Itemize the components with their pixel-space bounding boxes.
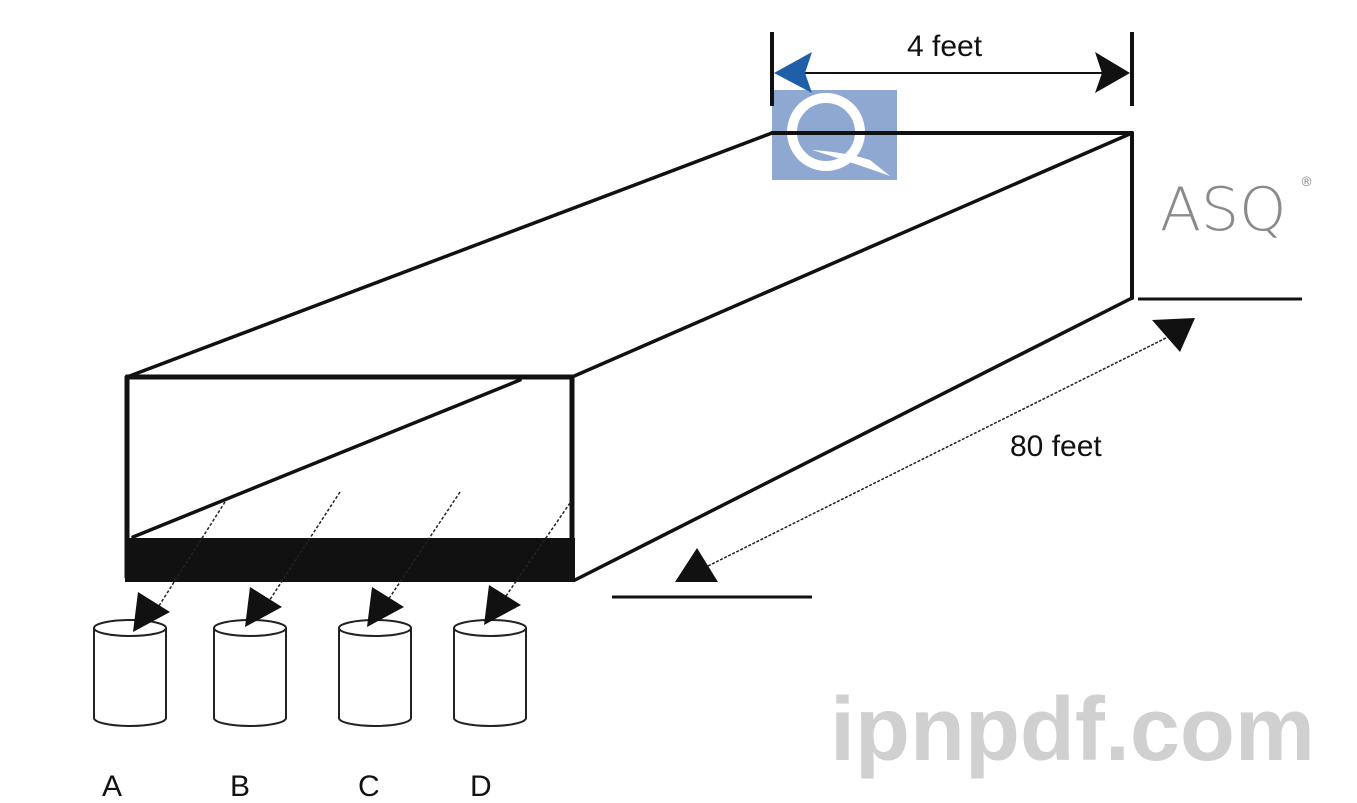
bin-a xyxy=(93,619,167,727)
asq-registered-mark: ® xyxy=(1300,175,1313,190)
inner-floor-line xyxy=(131,378,522,539)
flow-arrowhead-b xyxy=(245,587,282,627)
top-right-edge xyxy=(570,131,1134,379)
bin-label-d: D xyxy=(470,770,492,803)
bottom-right-edge xyxy=(573,296,1134,582)
bin-label-a: A xyxy=(102,770,122,803)
bin-c xyxy=(338,619,412,727)
bin-label-b: B xyxy=(230,770,250,803)
flow-arrowheads xyxy=(133,585,521,632)
bin-body xyxy=(338,628,412,727)
flow-arrowhead-c xyxy=(367,587,404,627)
bin-labels: A B C D xyxy=(102,770,492,803)
flow-arrowhead-d xyxy=(484,585,521,625)
asq-logo-q-tail xyxy=(812,150,890,176)
width-label: 4 feet xyxy=(907,30,983,63)
flow-line-a xyxy=(149,501,226,621)
flow-line-b xyxy=(259,491,341,616)
site-watermark: ipnpdf.com xyxy=(830,680,1315,780)
asq-wordmark: ASQ ® xyxy=(1160,175,1313,245)
width-arrow-left-icon xyxy=(774,52,812,93)
length-dimension-line xyxy=(699,334,1173,571)
bin-b xyxy=(213,619,287,727)
asq-logo-text: ASQ xyxy=(1160,175,1286,245)
flow-arrowhead-a xyxy=(133,592,170,632)
length-arrow-bottom-icon xyxy=(675,548,718,582)
length-arrow-top-icon xyxy=(1152,318,1195,352)
bin-top xyxy=(93,619,167,637)
width-arrow-right-icon xyxy=(1095,52,1130,93)
bin-d xyxy=(453,619,527,727)
flow-lines xyxy=(149,491,571,621)
bottom-bar xyxy=(125,538,575,582)
top-left-edge xyxy=(125,131,774,379)
bin-body xyxy=(453,628,527,727)
trough-box xyxy=(124,131,1134,582)
bin-label-c: C xyxy=(358,770,380,803)
length-label: 80 feet xyxy=(1010,430,1102,463)
bin-top xyxy=(453,619,527,637)
length-dimension: 80 feet xyxy=(612,297,1302,599)
bin-body xyxy=(93,628,167,727)
flow-line-d xyxy=(494,502,571,613)
bins xyxy=(93,619,527,727)
width-dimension: 4 feet xyxy=(770,30,1134,106)
bin-body xyxy=(213,628,287,727)
